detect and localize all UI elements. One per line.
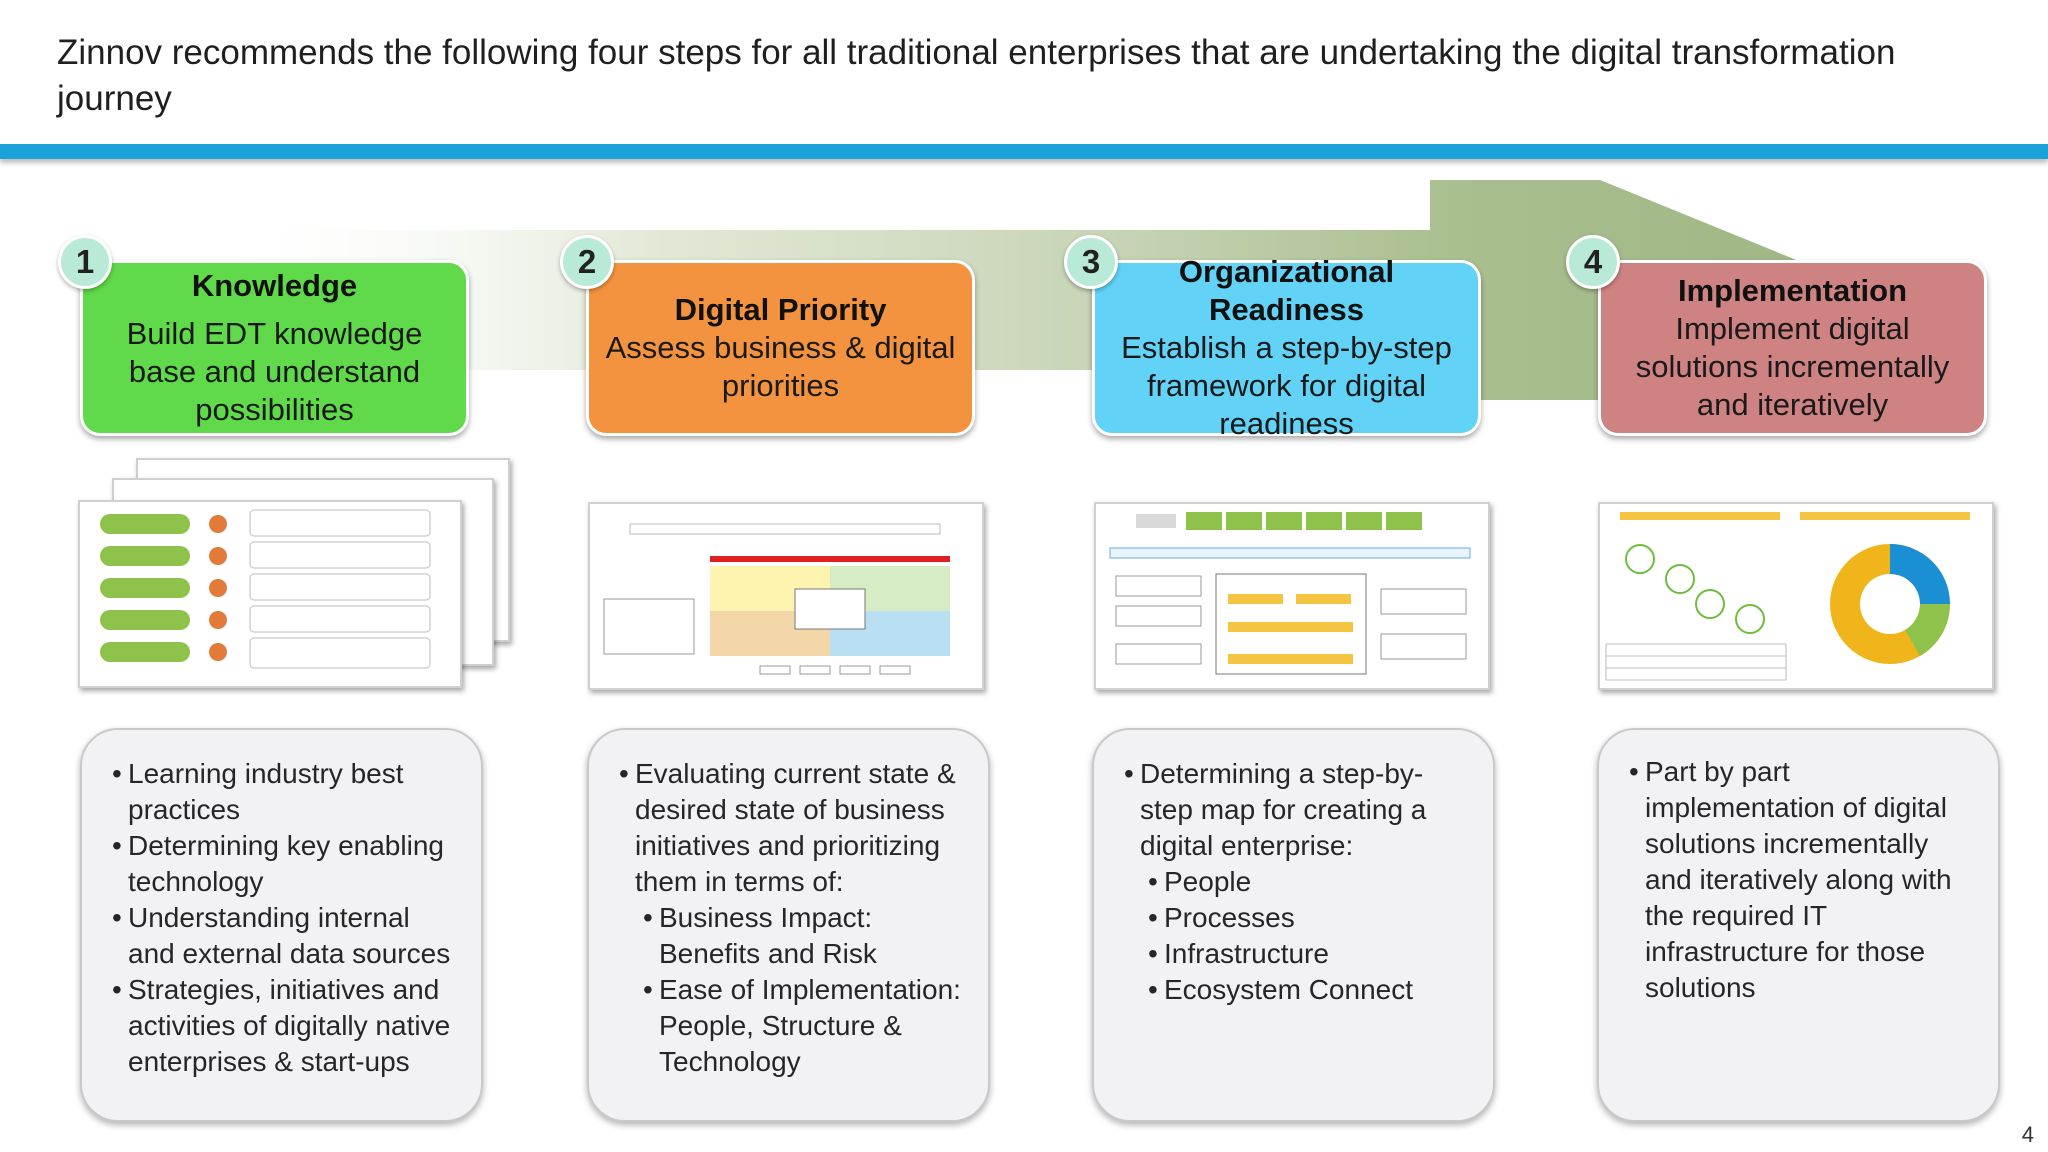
step-number-badge: 3 — [1064, 235, 1118, 289]
sub-list-item: Processes — [1148, 900, 1475, 936]
step-number-badge: 1 — [58, 235, 112, 289]
step-description: Assess business & digital priorities — [605, 330, 956, 403]
implementation-slide-thumbnail — [1598, 502, 1994, 690]
step-number-badge: 4 — [1566, 235, 1620, 289]
page-number: 4 — [2021, 1122, 2034, 1147]
page-title: Zinnov recommends the following four ste… — [57, 33, 1896, 118]
list-item: Learning industry best practices — [112, 756, 463, 828]
step-heading: Knowledge — [191, 268, 358, 303]
step-heading: Organizational Readiness — [1178, 254, 1395, 327]
step-description: Establish a step-by-step framework for d… — [1121, 330, 1452, 441]
step-number-badge: 2 — [560, 235, 614, 289]
step-description: Build EDT knowledge base and understand … — [126, 316, 423, 427]
list-item: Determining key enabling technology — [112, 828, 463, 900]
organizational-readiness-details: Determining a step-by-step map for creat… — [1092, 728, 1495, 1122]
step-card-knowledge: Knowledge Build EDT knowledge base and u… — [80, 260, 469, 436]
digital-priority-slide-thumbnail — [588, 502, 984, 690]
organizational-readiness-slide-thumbnail — [1094, 502, 1490, 690]
step-heading: Implementation — [1677, 273, 1908, 308]
list-item: Evaluating current state & desired state… — [619, 756, 970, 900]
sub-list-item: Infrastructure — [1148, 936, 1475, 972]
step-description: Implement digital solutions incrementall… — [1635, 311, 1950, 422]
sub-list-item: Business Impact: Benefits and Risk — [643, 900, 970, 972]
knowledge-slide-thumbnail — [78, 500, 462, 688]
step-heading: Digital Priority — [674, 292, 887, 327]
list-item: Understanding internal and external data… — [112, 900, 463, 972]
sub-list-item: Ecosystem Connect — [1148, 972, 1475, 1008]
list-item: Strategies, initiatives and activities o… — [112, 972, 463, 1080]
sub-list-item: People — [1148, 864, 1475, 900]
list-item: Part by part implementation of digital s… — [1629, 754, 1980, 1006]
implementation-details: Part by part implementation of digital s… — [1597, 728, 2000, 1122]
header-divider — [0, 144, 2048, 159]
step-card-digital-priority: Digital Priority Assess business & digit… — [586, 260, 975, 436]
step-card-organizational-readiness: Organizational Readiness Establish a ste… — [1092, 254, 1481, 441]
list-item: Determining a step-by-step map for creat… — [1124, 756, 1475, 864]
knowledge-details: Learning industry best practices Determi… — [80, 728, 483, 1122]
sub-list-item: Ease of Implementation: People, Structur… — [643, 972, 970, 1080]
step-card-implementation: Implementation Implement digital solutio… — [1598, 260, 1987, 436]
digital-priority-details: Evaluating current state & desired state… — [587, 728, 990, 1122]
